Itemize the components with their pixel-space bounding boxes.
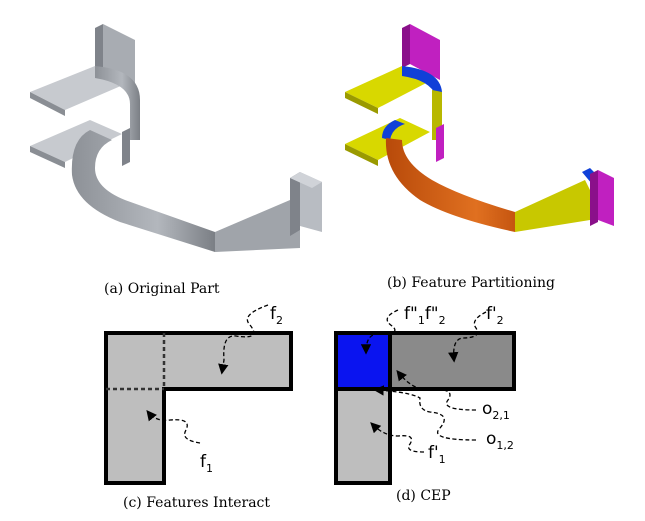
arrow-f-prime-2 bbox=[448, 311, 487, 363]
caption-a: (a) Original Part bbox=[104, 281, 220, 297]
cep-diagram: f"1f"2 f'2 o2,1 o1,2 f'1 bbox=[334, 304, 516, 485]
label-f1: f1 bbox=[200, 452, 213, 475]
arrow-o21 bbox=[396, 369, 477, 411]
caption-b: (b) Feature Partitioning bbox=[387, 275, 555, 291]
cep-overlap-cell bbox=[334, 331, 392, 391]
features-interact-diagram: f2 f1 bbox=[104, 304, 293, 485]
arrow-o12 bbox=[373, 385, 477, 441]
label-f-prime-2: f'2 bbox=[486, 304, 504, 327]
label-f-dprime: f"1f"2 bbox=[404, 304, 446, 327]
caption-c: (c) Features Interact bbox=[123, 495, 270, 511]
cep-f-prime-1-region bbox=[334, 387, 392, 485]
arrow-f-dprime bbox=[360, 309, 399, 355]
arrow-f-prime-1 bbox=[370, 422, 425, 453]
label-f2: f2 bbox=[270, 304, 283, 327]
label-o21: o2,1 bbox=[482, 399, 510, 422]
arrow-f2 bbox=[218, 304, 269, 375]
original-part-illustration bbox=[30, 24, 322, 252]
arrow-f1 bbox=[146, 409, 201, 444]
label-o12: o1,2 bbox=[486, 429, 514, 452]
caption-d: (d) CEP bbox=[396, 488, 451, 504]
l-shape-outline bbox=[104, 331, 293, 485]
feature-partitioning-illustration bbox=[345, 24, 614, 232]
cep-f-prime-2-region bbox=[388, 331, 516, 391]
label-f-prime-1: f'1 bbox=[428, 443, 446, 466]
